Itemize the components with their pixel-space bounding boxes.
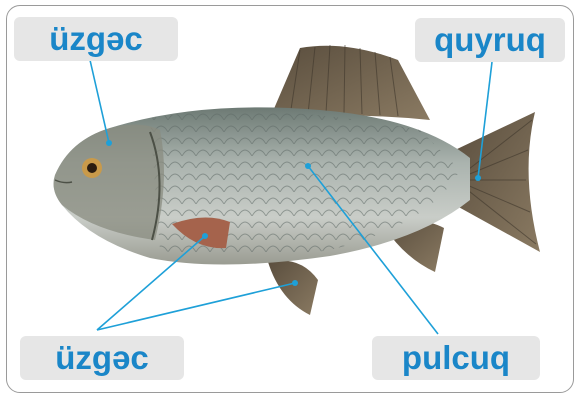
label-fin-bottom: üzgəc <box>20 336 184 380</box>
label-fin-top: üzgəc <box>14 17 178 61</box>
label-tail: quyruq <box>415 18 565 62</box>
label-scales: pulcuq <box>372 336 540 380</box>
eye-pupil <box>87 163 97 173</box>
